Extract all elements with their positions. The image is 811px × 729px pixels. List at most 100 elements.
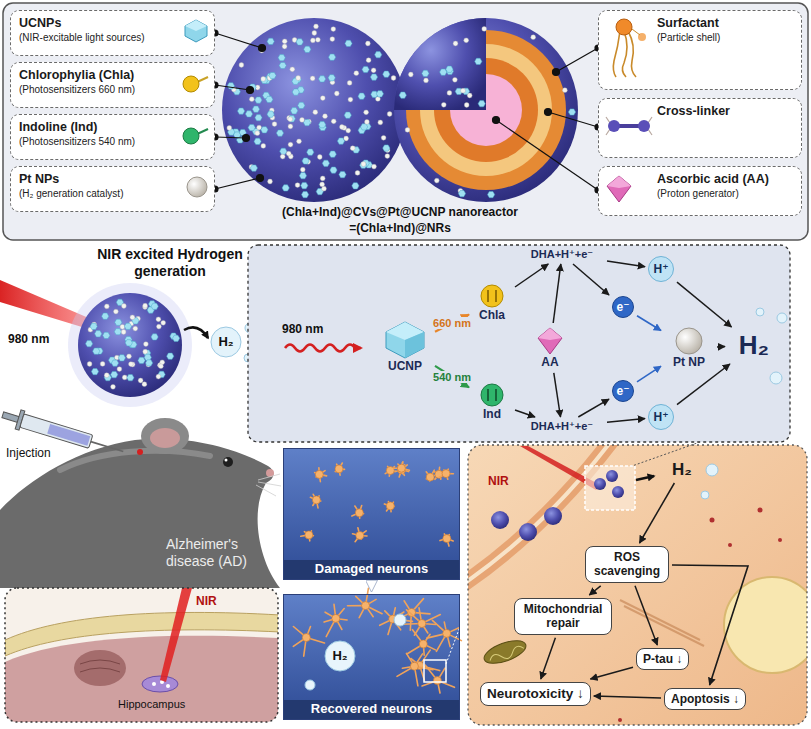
nanoreactor-sphere bbox=[348, 97, 353, 102]
nanoreactor-small bbox=[133, 326, 138, 331]
node-text: ROS scavenging bbox=[592, 550, 662, 579]
node-text: Chlorophylia (Chla) bbox=[19, 68, 180, 84]
process-box: P-tau ↓ bbox=[636, 648, 689, 670]
nanoreactor-cutaway bbox=[424, 78, 429, 83]
nanoreactor-small bbox=[103, 332, 110, 338]
neuron-panels bbox=[312, 496, 320, 504]
leader-lines bbox=[553, 69, 560, 76]
nanoreactor-sphere bbox=[361, 124, 368, 130]
nanoreactor-sphere bbox=[255, 131, 260, 136]
nanoreactor-sphere bbox=[257, 125, 262, 130]
nanoreactor-cutaway bbox=[461, 88, 466, 93]
nanoreactor-sphere bbox=[344, 112, 351, 118]
icon bbox=[378, 320, 432, 360]
nanoreactor-sphere bbox=[312, 31, 317, 36]
cell-panel bbox=[462, 440, 811, 725]
leader-lines bbox=[215, 178, 260, 189]
nanoreactor-sphere bbox=[288, 116, 295, 122]
icon bbox=[604, 17, 654, 79]
nanoreactor-sphere bbox=[261, 77, 268, 83]
nanoreactor-sphere bbox=[358, 93, 365, 99]
nanoreactor-sphere bbox=[329, 151, 336, 157]
neuron-panels bbox=[301, 462, 454, 546]
nanoreactor-cutaway bbox=[441, 102, 446, 107]
nanoreactor-sphere bbox=[372, 164, 377, 169]
node-subtext: (Photosensitizers 540 nm) bbox=[19, 136, 180, 149]
neuron-panels bbox=[283, 594, 460, 720]
nanoreactor-cutaway bbox=[464, 103, 469, 108]
neuron-panels bbox=[356, 532, 364, 540]
proton-circle: H⁺ bbox=[648, 256, 674, 282]
neuron-panels bbox=[305, 531, 313, 539]
pt-catalyst: Pt NP bbox=[664, 326, 714, 370]
node-text: Cross-linker bbox=[657, 104, 793, 120]
cell-panel bbox=[585, 466, 635, 510]
light-label: NIR bbox=[196, 594, 217, 608]
nanoreactor-sphere bbox=[250, 165, 257, 171]
process-box: Mitochondrial repair bbox=[514, 598, 612, 635]
connector-arrow bbox=[717, 346, 725, 348]
icon bbox=[183, 19, 209, 47]
nanoreactor-small bbox=[173, 335, 180, 341]
nanoreactor-small bbox=[78, 293, 182, 397]
icon bbox=[183, 76, 199, 92]
nanoreactor-sphere bbox=[323, 114, 328, 119]
leader-lines bbox=[215, 85, 250, 90]
node-subtext: (H₂ generation catalyst) bbox=[19, 188, 180, 201]
brain-inset bbox=[74, 650, 126, 686]
nanoreactor-sphere bbox=[296, 76, 301, 81]
nanoreactor-sphere bbox=[252, 106, 259, 112]
mouse bbox=[258, 482, 281, 486]
mouse bbox=[141, 418, 189, 454]
nanoreactor-sphere bbox=[346, 128, 351, 133]
icon bbox=[472, 382, 512, 408]
neuron-panels bbox=[325, 641, 355, 671]
node-text: e⁻ bbox=[616, 384, 629, 398]
icon bbox=[664, 326, 714, 356]
section-heading: NIR excited Hydrogen generation bbox=[80, 246, 260, 280]
nanoreactor-sphere bbox=[366, 58, 371, 63]
node-subtext: (Particle shell) bbox=[657, 32, 793, 45]
icon bbox=[604, 174, 634, 208]
icon bbox=[530, 326, 570, 356]
nanoreactor-sphere bbox=[350, 146, 355, 151]
nanoreactor-sphere bbox=[301, 182, 308, 188]
neuron-panels bbox=[443, 535, 451, 543]
nanoreactor-sphere bbox=[261, 144, 266, 149]
nanoreactor-small bbox=[143, 303, 148, 308]
connector-arrow bbox=[635, 586, 657, 645]
cell-panel bbox=[728, 543, 732, 547]
icon bbox=[632, 29, 640, 35]
cell-panel bbox=[606, 470, 618, 482]
node-text: Mitochondrial repair bbox=[521, 602, 605, 631]
connector-arrow bbox=[607, 261, 645, 267]
nanoreactor-sphere bbox=[299, 173, 306, 179]
nanoreactor-small bbox=[91, 369, 98, 375]
nanoreactor-sphere bbox=[288, 124, 293, 129]
neuron-panels bbox=[355, 509, 363, 517]
nanoreactor-cutaway bbox=[422, 70, 429, 76]
nanoreactor-sphere bbox=[291, 108, 298, 114]
brain-inset bbox=[166, 684, 170, 688]
nanoreactor-sphere bbox=[307, 149, 314, 155]
cell-panel bbox=[519, 523, 537, 541]
connector-arrow bbox=[515, 264, 548, 287]
brain-inset bbox=[5, 636, 278, 722]
nanoreactor-sphere bbox=[222, 18, 406, 202]
hydrogen-bubble bbox=[184, 327, 208, 338]
connector-arrow bbox=[578, 399, 609, 417]
nanoreactor-cutaway bbox=[434, 178, 439, 183]
nanoreactor-sphere bbox=[375, 52, 382, 58]
node-text: Chla bbox=[472, 309, 512, 323]
nanoreactor-sphere bbox=[272, 122, 277, 127]
light-label: NIR bbox=[488, 474, 509, 488]
nanoreactor-sphere bbox=[238, 108, 245, 114]
node-text: Damaged neurons bbox=[284, 561, 459, 579]
nanoreactor-cutaway bbox=[453, 77, 458, 82]
neuron-panels bbox=[362, 602, 370, 610]
photosensitizer: Ind bbox=[472, 382, 512, 422]
nanoreactor-sphere bbox=[334, 91, 339, 96]
nanoreactor-sphere bbox=[381, 135, 386, 140]
icon bbox=[487, 290, 489, 302]
nanoreactor-sphere bbox=[298, 102, 305, 108]
